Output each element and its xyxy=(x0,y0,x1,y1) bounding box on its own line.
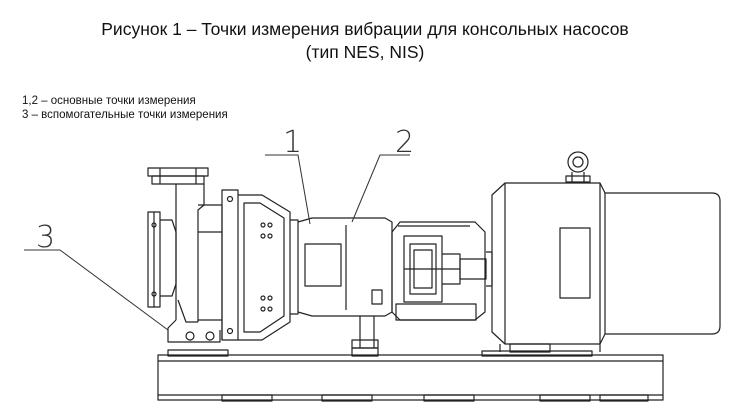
bearing-bracket xyxy=(221,189,299,341)
electric-motor xyxy=(486,151,721,353)
figure-title: Рисунок 1 – Точки измерения вибрации для… xyxy=(101,19,629,39)
base-frame xyxy=(157,347,664,402)
callout-point-2: 2 xyxy=(395,125,414,160)
pump-casing xyxy=(147,167,223,343)
callout-point-1: 1 xyxy=(283,125,302,160)
callout-point-3: 3 xyxy=(36,220,55,255)
callout-leaders xyxy=(24,154,410,331)
figure-subtitle: (тип NES, NIS) xyxy=(305,42,425,62)
coupling-guard xyxy=(391,221,487,321)
bearing-frame xyxy=(297,217,393,349)
legend-auxiliary-points: 3 – вспомогательные точки измерения xyxy=(22,109,228,121)
legend-main-points: 1,2 – основные точки измерения xyxy=(22,95,196,107)
